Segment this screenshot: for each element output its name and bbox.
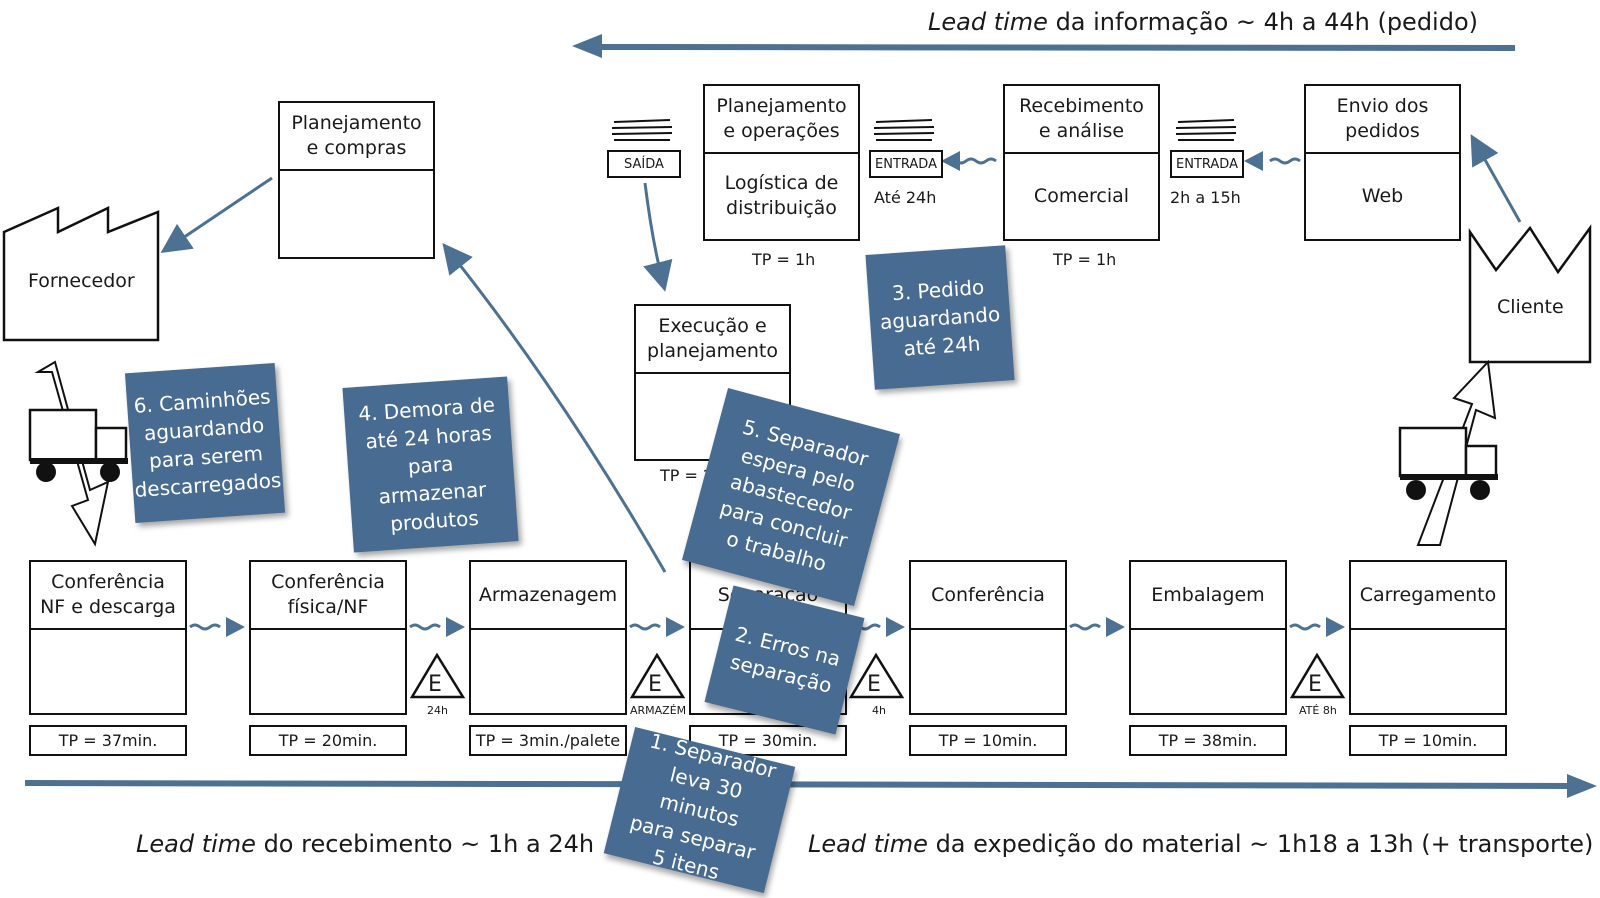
inventory-symbol: E bbox=[867, 672, 881, 697]
note-3-pedido-aguardando: 3. Pedido aguardando até 24h bbox=[865, 245, 1015, 390]
process-title: Carregamento bbox=[1351, 562, 1505, 630]
process-body: Comercial bbox=[1033, 184, 1130, 207]
queue-entrada-2: ENTRADA bbox=[1170, 150, 1244, 178]
push-arrow-heads bbox=[226, 617, 1345, 637]
material-leadtime-arrow bbox=[24, 774, 1597, 798]
process-armazenagem: Armazenagem bbox=[469, 560, 627, 715]
process-title: Envio dos pedidos bbox=[1306, 86, 1459, 154]
inventory-label-armazem: ARMAZÉM bbox=[630, 704, 687, 717]
process-planejamento-compras: Planejamento e compras bbox=[278, 101, 435, 259]
arrow-customer-to-web bbox=[1470, 134, 1522, 223]
process-recebimento-analise: Recebimento e análise Comercial bbox=[1003, 84, 1160, 241]
process-planejamento-operacoes: Planejamento e operações Logística de di… bbox=[703, 84, 860, 241]
tp-conferencia: TP = 10min. bbox=[909, 725, 1067, 756]
inventory-label-ate-8h: ATÉ 8h bbox=[1299, 704, 1337, 717]
process-body bbox=[280, 171, 433, 256]
process-carregamento: Carregamento bbox=[1349, 560, 1507, 715]
push-arrows bbox=[189, 623, 1321, 631]
process-title: Armazenagem bbox=[471, 562, 625, 630]
tp-planejamento-operacoes: TP = 1h bbox=[752, 250, 816, 269]
tp-conferencia-nf-descarga: TP = 37min. bbox=[29, 725, 187, 756]
customer-icon bbox=[1468, 224, 1592, 364]
process-title: Execução e planejamento bbox=[636, 306, 789, 374]
inventory-triangles bbox=[409, 652, 1346, 699]
process-conferencia-nf-descarga: Conferência NF e descarga bbox=[29, 560, 187, 715]
arrow-planning-to-supplier bbox=[160, 176, 273, 254]
info-leadtime-arrow bbox=[572, 34, 1516, 58]
tp-carregamento: TP = 10min. bbox=[1349, 725, 1507, 756]
shipping-leadtime-label: Lead time da expedição do material ~ 1h1… bbox=[808, 830, 1594, 858]
process-conferencia-fisica: Conferência física/NF bbox=[249, 560, 407, 715]
process-title: Conferência NF e descarga bbox=[31, 562, 185, 630]
process-embalagem: Embalagem bbox=[1129, 560, 1287, 715]
arrow-saida-to-execucao bbox=[643, 182, 673, 292]
process-title: Planejamento e compras bbox=[280, 103, 433, 171]
process-conferencia: Conferência bbox=[909, 560, 1067, 715]
queue-entrada-2-time: 2h a 15h bbox=[1170, 188, 1241, 207]
queue-saida: SAÍDA bbox=[607, 150, 681, 178]
tp-conferencia-fisica: TP = 20min. bbox=[249, 725, 407, 756]
supplier-label: Fornecedor bbox=[28, 270, 135, 292]
process-body: Logística de distribuição bbox=[724, 172, 839, 219]
tp-embalagem: TP = 38min. bbox=[1129, 725, 1287, 756]
process-title: Recebimento e análise bbox=[1005, 86, 1158, 154]
inventory-label-24h: 24h bbox=[427, 704, 448, 717]
process-body: Web bbox=[1361, 184, 1404, 207]
inventory-label-4h: 4h bbox=[872, 704, 886, 717]
electronic-arrow-comercial-to-entrada bbox=[955, 157, 997, 165]
queue-entrada-1: ENTRADA bbox=[869, 150, 943, 178]
process-envio-pedidos: Envio dos pedidos Web bbox=[1304, 84, 1461, 241]
customer-label: Cliente bbox=[1497, 296, 1564, 318]
queue-stack-lines bbox=[611, 119, 1237, 141]
inbound-truck-icon bbox=[28, 360, 128, 547]
electronic-arrow-head-2 bbox=[1244, 151, 1263, 171]
tp-armazenagem: TP = 3min./palete bbox=[469, 725, 627, 756]
electronic-arrow-head-1 bbox=[941, 151, 960, 171]
factory-icon bbox=[2, 206, 160, 342]
process-title: Conferência física/NF bbox=[251, 562, 405, 630]
process-title: Conferência bbox=[911, 562, 1065, 630]
queue-entrada-1-time: Até 24h bbox=[874, 188, 937, 207]
inventory-symbol: E bbox=[648, 672, 662, 697]
receiving-leadtime-label: Lead time do recebimento ~ 1h a 24h bbox=[136, 830, 595, 858]
inventory-symbol: E bbox=[428, 672, 442, 697]
tp-recebimento-analise: TP = 1h bbox=[1053, 250, 1117, 269]
inventory-symbol: E bbox=[1308, 672, 1322, 697]
process-title: Planejamento e operações bbox=[705, 86, 858, 154]
electronic-arrow-web-to-entrada bbox=[1269, 157, 1301, 165]
info-leadtime-label: Lead time da informação ~ 4h a 44h (pedi… bbox=[928, 8, 1479, 36]
note-4-demora-armazenar: 4. Demora de até 24 horas para armazenar… bbox=[342, 376, 519, 553]
note-6-caminhoes: 6. Caminhões aguardando para serem desca… bbox=[124, 362, 286, 524]
arrow-separacao-to-planejamento bbox=[442, 242, 667, 573]
outbound-truck-icon bbox=[1398, 359, 1498, 546]
process-title: Embalagem bbox=[1131, 562, 1285, 630]
